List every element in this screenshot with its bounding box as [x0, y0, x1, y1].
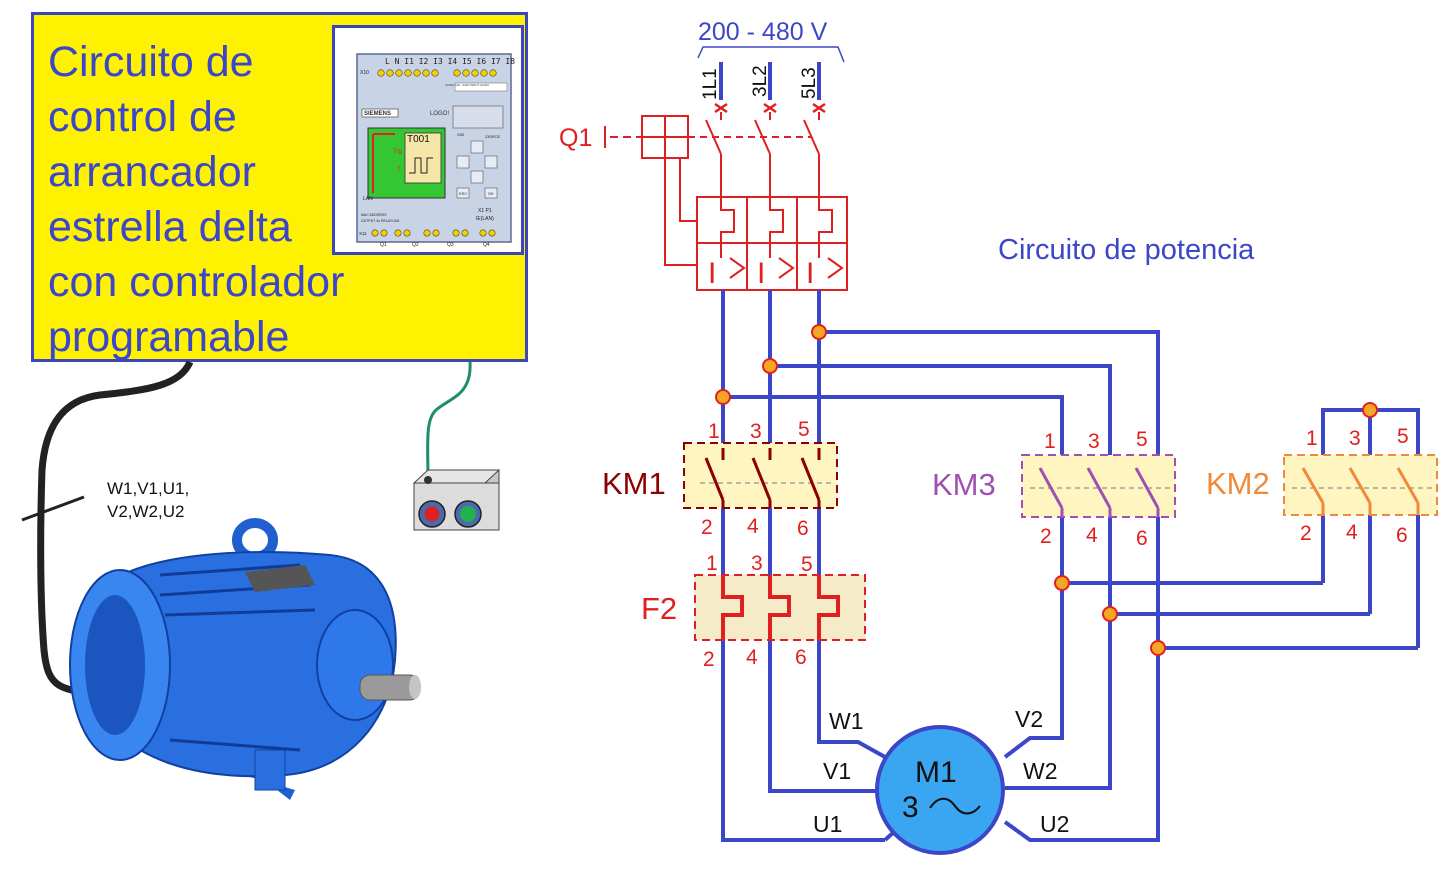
- motor-phase-count: 3: [902, 791, 919, 824]
- km3-label: KM3: [932, 467, 996, 502]
- km2-terminal-4: 4: [1346, 521, 1358, 544]
- supply-voltage-label: 200 - 480 V: [698, 18, 828, 46]
- terminal-label-w2: W2: [1023, 758, 1058, 784]
- km3-terminal-3: 3: [1088, 430, 1100, 453]
- f2-terminal-2: 2: [703, 648, 715, 671]
- phase-label-1l1: 1L1: [700, 68, 721, 100]
- plc-output-spec: OUTPUT 4x RELAY/10A: [361, 219, 400, 223]
- cable-label-line2: V2,W2,U2: [107, 502, 184, 521]
- km2-terminal-2: 2: [1300, 522, 1312, 545]
- contactor-km1: [683, 442, 838, 509]
- plc-model: LOGO!: [430, 111, 449, 117]
- km1-terminal-2: 2: [701, 516, 713, 539]
- start-button-bezel: [454, 500, 482, 528]
- plc-x50-label: X50: [457, 132, 465, 137]
- f2-terminal-6: 6: [795, 646, 807, 669]
- power-circuit-label: Circuito de potencia: [998, 234, 1255, 266]
- f2-terminal-3: 3: [751, 552, 763, 575]
- stop-button-bezel: [418, 500, 446, 528]
- plc-mac-label: MAC ADDRESS: [361, 213, 387, 217]
- km2-terminal-1: 1: [1306, 427, 1318, 450]
- cable-tick: [21, 495, 85, 522]
- km1-terminal-1: 1: [708, 420, 720, 443]
- plc-brand: SIEMENS: [364, 111, 391, 117]
- f2-label: F2: [641, 591, 677, 626]
- plc-ie-label: IE(LAN): [476, 216, 494, 222]
- km2-terminal-3: 3: [1349, 427, 1361, 450]
- plc-trg-label: Trg: [393, 149, 402, 155]
- terminal-label-v2: V2: [1015, 706, 1043, 732]
- plc-output-q4: Q4: [483, 242, 490, 248]
- contactor-km3: [1021, 454, 1176, 518]
- terminal-label-u1: U1: [813, 811, 842, 837]
- plc-x1p1-label: X1 P1: [478, 208, 492, 214]
- km2-terminal-6: 6: [1396, 524, 1408, 547]
- title-line: Circuito de: [48, 38, 254, 86]
- plc-x10-label: X10: [360, 70, 369, 76]
- km3-terminal-6: 6: [1136, 527, 1148, 550]
- svg-text:I: I: [806, 257, 814, 290]
- plc-output-q2: Q2: [412, 242, 419, 248]
- f2-terminal-4: 4: [746, 646, 758, 669]
- title-line: arrancador: [48, 148, 256, 196]
- km1-terminal-6: 6: [797, 517, 809, 540]
- km2-label: KM2: [1206, 466, 1270, 501]
- plc-output-q1: Q1: [380, 242, 387, 248]
- terminal-label-w1: W1: [829, 708, 864, 734]
- pushbutton-cable: [426, 361, 472, 481]
- svg-text:I: I: [757, 257, 765, 290]
- power-wiring: [721, 290, 1420, 842]
- title-line: control de: [48, 93, 237, 141]
- diagram-title: Circuito de control de arrancador estrel…: [48, 35, 408, 365]
- plc-image-frame: L N I1 I2 I3 I4 I5 I6 I7 I8 X10 AC/DC 11…: [332, 25, 524, 255]
- km1-terminal-4: 4: [747, 515, 759, 538]
- breaker-q1: I I I: [604, 102, 848, 291]
- motor-illustration: [69, 518, 421, 800]
- terminal-label-v1: V1: [823, 758, 851, 784]
- plc-esc-key: ESC: [459, 191, 467, 196]
- motor-cable: [37, 360, 194, 699]
- title-line: programable: [48, 313, 290, 361]
- pushbutton-station: [412, 469, 501, 531]
- plc-supply-spec: AC/DC 115...240V INPUT AC/DC: [445, 83, 490, 87]
- plc-ok-key: OK: [488, 191, 494, 196]
- km1-terminal-5: 5: [798, 418, 810, 441]
- contactor-km2: [1283, 454, 1438, 516]
- cable-label-line1: W1,V1,U1,: [107, 479, 189, 498]
- plc-output-q3: Q3: [447, 242, 454, 248]
- km1-terminal-3: 3: [750, 420, 762, 443]
- f2-terminal-1: 1: [706, 552, 718, 575]
- plc-inputs-label: L N I1 I2 I3 I4 I5 I6 I7 I8: [385, 57, 515, 66]
- plc-timer-label: T001: [407, 134, 430, 145]
- junction-nodes: [715, 324, 1378, 656]
- breaker-label: Q1: [559, 124, 592, 152]
- title-box: Circuito de control de arrancador estrel…: [31, 12, 528, 362]
- overload-relay-f2: [694, 574, 866, 641]
- km3-terminal-1: 1: [1044, 430, 1056, 453]
- plc-rcp-label: 230RCE: [485, 134, 500, 139]
- f2-terminal-5: 5: [801, 553, 813, 576]
- phase-label-3l2: 3L2: [750, 65, 771, 97]
- plc-lan-label: LAN: [363, 196, 373, 202]
- motor-name: M1: [915, 756, 957, 789]
- phase-label-5l3: 5L3: [799, 67, 820, 99]
- km1-label: KM1: [602, 466, 666, 501]
- plc-t-label: T: [397, 167, 401, 173]
- start-button: [460, 506, 476, 522]
- motor-symbol-m1: [875, 725, 1005, 855]
- terminal-label-u2: U2: [1040, 811, 1069, 837]
- km3-terminal-2: 2: [1040, 525, 1052, 548]
- plc-illustration: L N I1 I2 I3 I4 I5 I6 I7 I8 X10 AC/DC 11…: [356, 53, 515, 248]
- km3-terminal-4: 4: [1086, 524, 1098, 547]
- km3-terminal-5: 5: [1136, 428, 1148, 451]
- stop-button: [424, 506, 440, 522]
- svg-text:I: I: [708, 257, 716, 290]
- title-line: estrella delta: [48, 203, 292, 251]
- km2-terminal-5: 5: [1397, 425, 1409, 448]
- plc-x11-label: X11: [359, 231, 367, 236]
- title-line: con controlador: [48, 258, 345, 306]
